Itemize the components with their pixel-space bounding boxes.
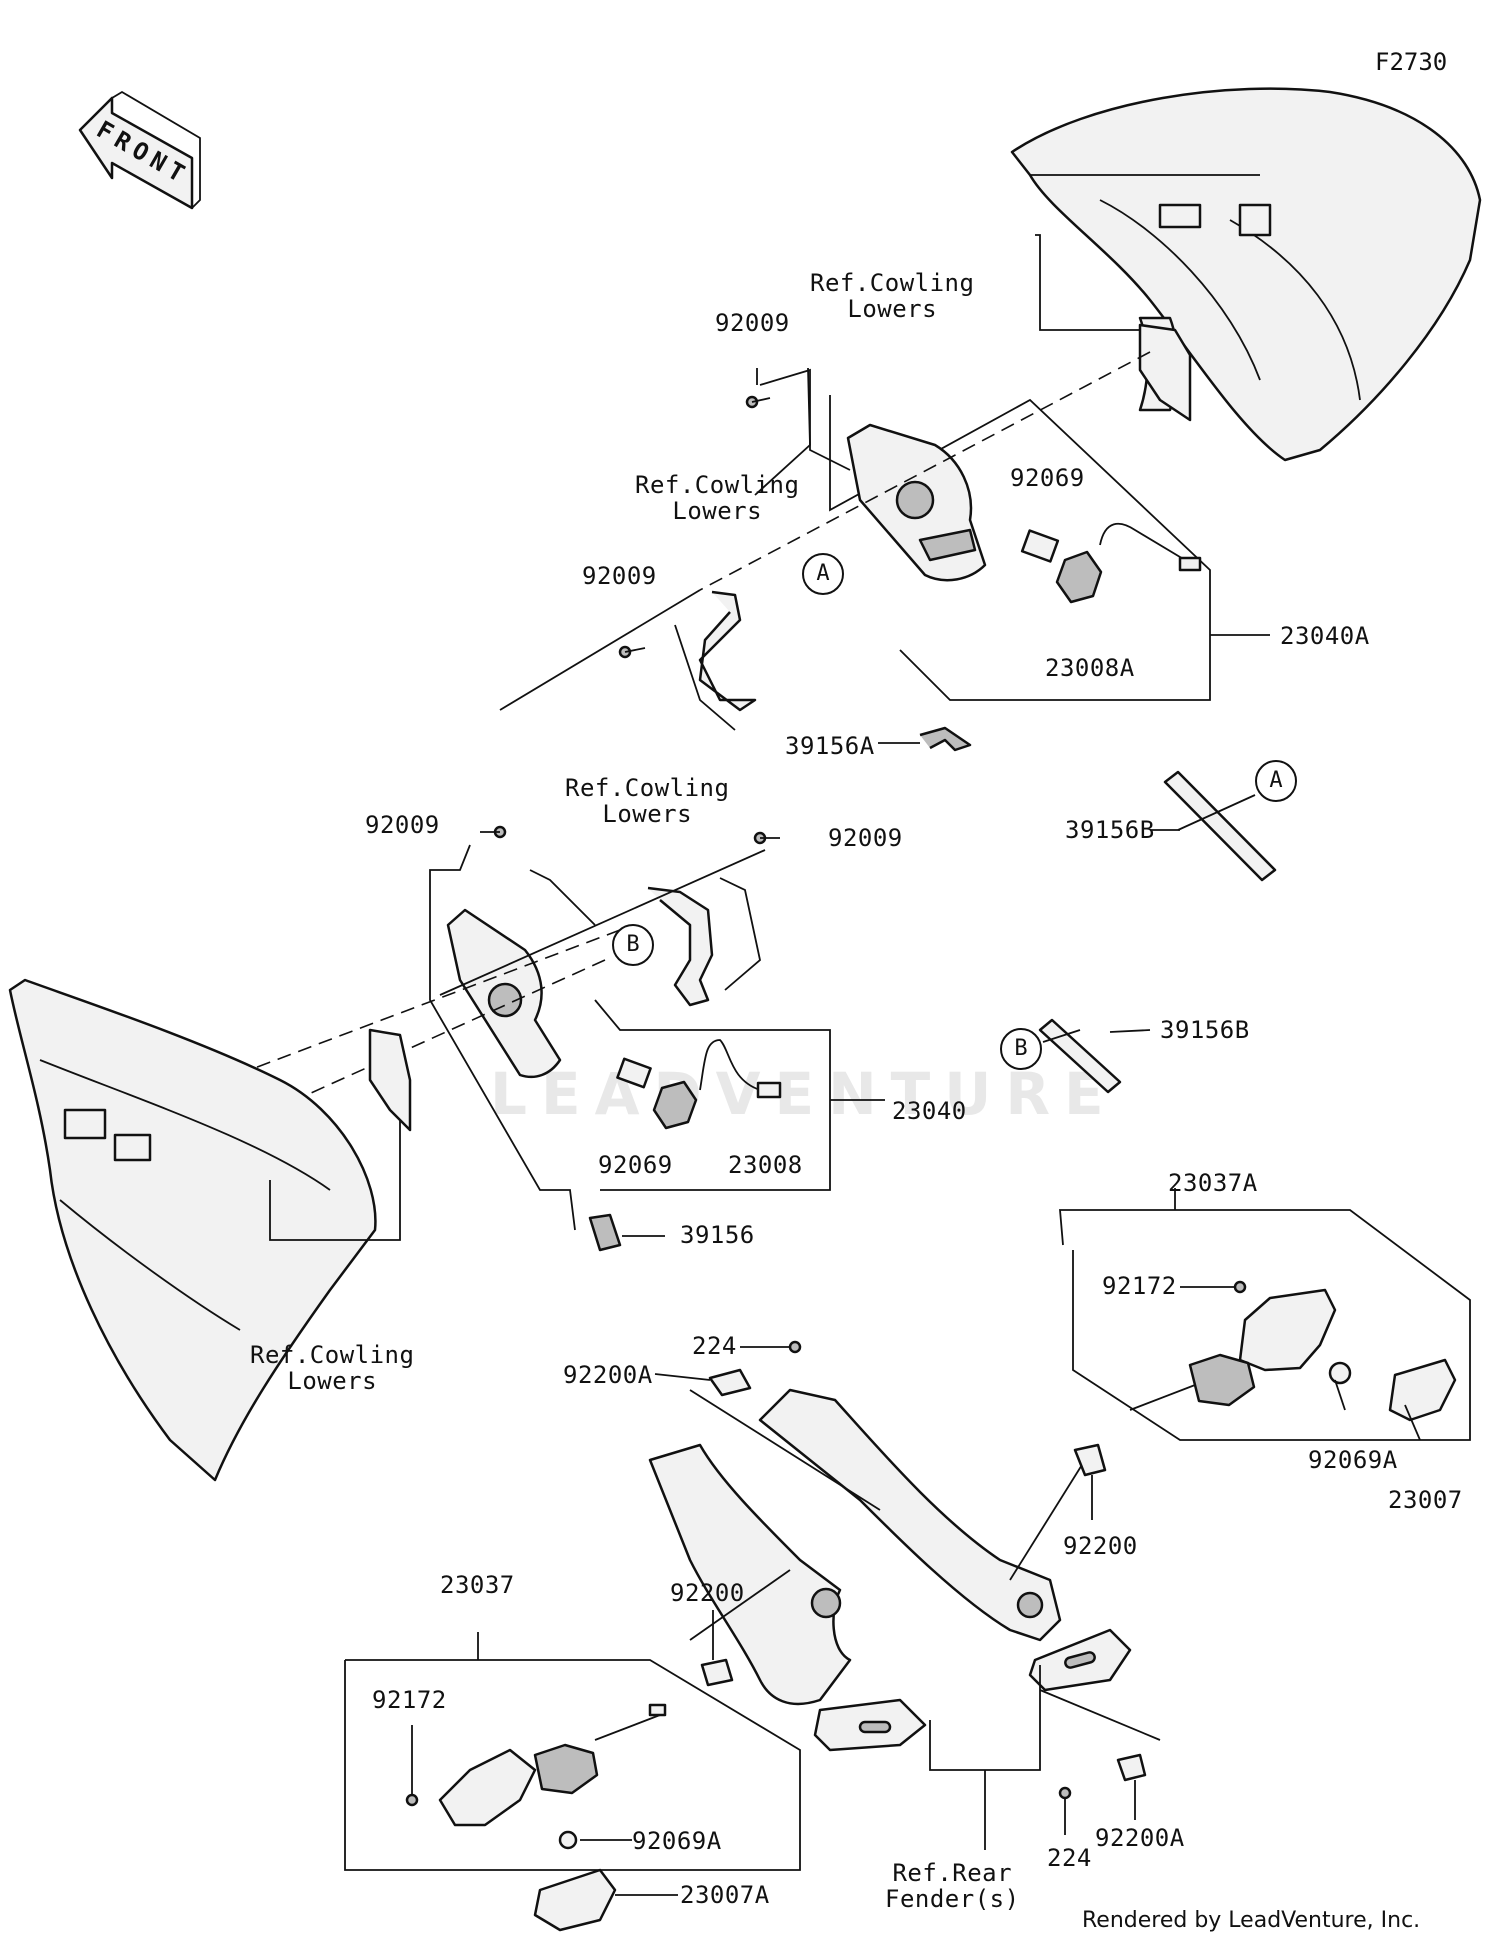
diagram-code: F2730: [1375, 48, 1448, 76]
callout-b: B: [1000, 1028, 1042, 1070]
turn-signal-middle: [446, 908, 782, 1130]
part-label-92200A: 92200A: [1095, 1824, 1185, 1852]
part-label-23040: 23040: [892, 1097, 967, 1125]
part-label-92172: 92172: [1102, 1272, 1177, 1300]
turn-signal-rear-left: [438, 1703, 667, 1932]
ref-cowling-lowers-middle: Ref.Cowling Lowers: [565, 774, 730, 828]
screw-icon: [1180, 1280, 1247, 1294]
screw-icon: [753, 831, 780, 845]
ref-bracket-1: [1035, 234, 1145, 331]
part-label-92200A: 92200A: [563, 1361, 653, 1389]
part-label-224: 224: [692, 1332, 737, 1360]
screw-icon: [740, 1340, 802, 1354]
part-label-224: 224: [1047, 1844, 1092, 1872]
part-label-92069: 92069: [1010, 464, 1085, 492]
screw-icon: [745, 395, 771, 409]
watermark: LEADVENTURE: [490, 1060, 1118, 1128]
part-label-23008: 23008: [728, 1151, 803, 1179]
rear-fender-bracket: [648, 1388, 1132, 1752]
part-label-92069A: 92069A: [632, 1827, 722, 1855]
rubber-strip-a: [1163, 770, 1277, 882]
cowling-lower-left: [8, 978, 377, 1482]
bracket-plate-top: [1138, 323, 1192, 422]
part-label-39156B: 39156B: [1065, 816, 1155, 844]
part-label-92172: 92172: [372, 1686, 447, 1714]
screw-icon: [1058, 1786, 1072, 1835]
part-label-92200: 92200: [670, 1579, 745, 1607]
clip-plate-92200-right: [1073, 1443, 1107, 1477]
part-label-92009: 92009: [828, 824, 903, 852]
turn-signal-rear-right: [1129, 1288, 1457, 1422]
part-label-23007A: 23007A: [680, 1881, 770, 1909]
ref-rear-fender: Ref.Rear Fender(s): [885, 1859, 1020, 1913]
screw-icon: [405, 1725, 419, 1807]
clip-39156A: [919, 726, 972, 752]
part-label-23037A: 23037A: [1168, 1169, 1258, 1197]
part-label-23008A: 23008A: [1045, 654, 1135, 682]
part-label-39156: 39156: [680, 1221, 755, 1249]
part-label-23037: 23037: [440, 1571, 515, 1599]
part-label-23007: 23007: [1388, 1486, 1463, 1514]
part-label-92069: 92069: [598, 1151, 673, 1179]
part-label-39156B: 39156B: [1160, 1016, 1250, 1044]
ref-cowling-lowers-left: Ref.Cowling Lowers: [250, 1341, 415, 1395]
clip-plate-92200-left: [700, 1658, 734, 1687]
screw-icon: [618, 645, 646, 659]
ref-cowling-lowers-top-left: Ref.Cowling Lowers: [635, 471, 800, 525]
part-label-23040A: 23040A: [1280, 622, 1370, 650]
ref-cowling-lowers-top: Ref.Cowling Lowers: [810, 269, 975, 323]
cowling-lower-right: [1010, 87, 1482, 462]
screw-icon: [480, 825, 507, 839]
bracket-plate-left: [368, 1028, 412, 1132]
part-label-92009: 92009: [715, 309, 790, 337]
part-label-92069A: 92069A: [1308, 1446, 1398, 1474]
callout-a: A: [1255, 760, 1297, 802]
bracket-middle: [647, 886, 714, 1007]
part-label-92009: 92009: [365, 811, 440, 839]
bracket-top-left: [674, 590, 757, 731]
turn-signal-top: [846, 423, 1202, 604]
part-label-92009: 92009: [582, 562, 657, 590]
clip-plate-92200A-top: [708, 1368, 752, 1397]
part-label-92200: 92200: [1063, 1532, 1138, 1560]
clip-plate-92200A-bottom: [1116, 1753, 1147, 1782]
callout-b: B: [612, 924, 654, 966]
credit-text: Rendered by LeadVenture, Inc.: [1082, 1908, 1421, 1933]
callout-a: A: [802, 553, 844, 595]
part-label-39156A: 39156A: [785, 732, 875, 760]
clip-39156: [588, 1213, 622, 1252]
front-arrow-icon: [78, 90, 201, 210]
rubber-strip-b: [1038, 1018, 1122, 1094]
